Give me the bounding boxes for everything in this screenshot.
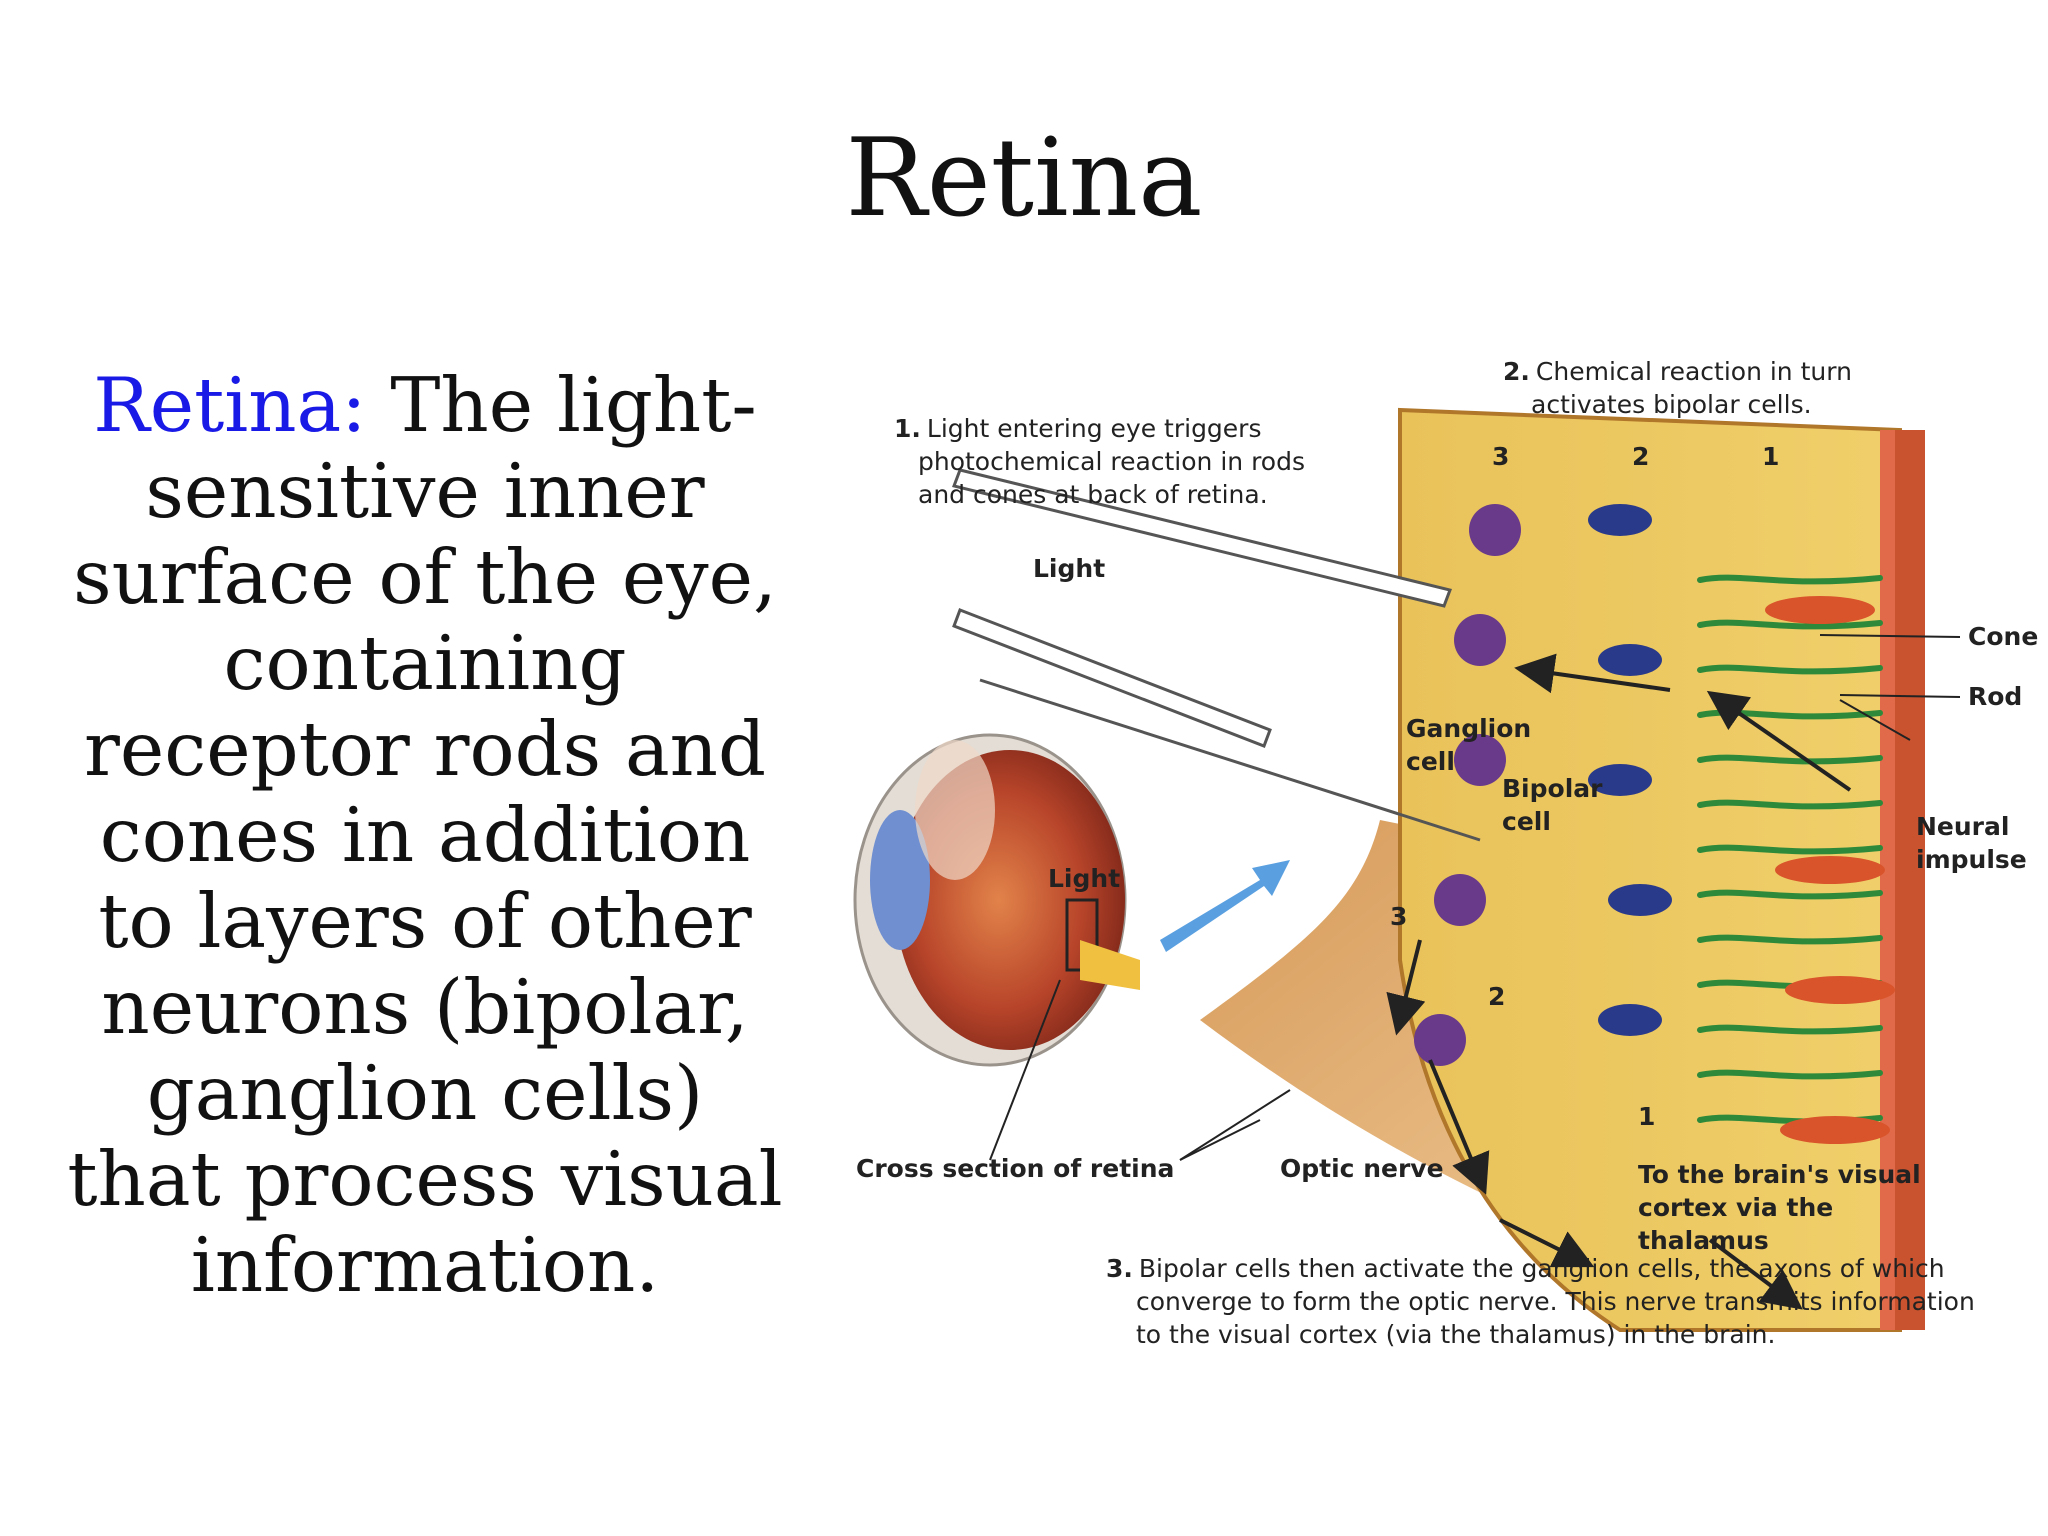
definition-body: The light-sensitive inner surface of the… xyxy=(67,361,782,1309)
caption-3-line-1: Bipolar cells then activate the ganglion… xyxy=(1139,1254,1945,1283)
layer-number-2: 2 xyxy=(1632,440,1649,473)
caption-2-line-2: activates bipolar cells. xyxy=(1503,388,1852,421)
definition-term: Retina: xyxy=(93,361,366,449)
label-cone: Cone xyxy=(1968,620,2038,653)
eyeball-illustration xyxy=(855,735,1140,1065)
caption-2-number: 2. xyxy=(1503,357,1530,386)
inline-number-2: 2 xyxy=(1488,980,1505,1013)
label-to-brain: To the brain's visual cortex via the tha… xyxy=(1638,1158,1958,1257)
retina-diagram: 1.Light entering eye triggers photochemi… xyxy=(840,340,2048,1360)
label-cross-section: Cross section of retina xyxy=(856,1152,1174,1185)
layer-number-1: 1 xyxy=(1762,440,1779,473)
label-light: Light xyxy=(1033,552,1105,585)
caption-1-line-3: and cones at back of retina. xyxy=(894,478,1305,511)
zoom-arrow xyxy=(1160,860,1290,952)
slide-title: Retina xyxy=(0,125,2048,233)
caption-3: 3.Bipolar cells then activate the gangli… xyxy=(1106,1252,1975,1351)
caption-3-line-2: converge to form the optic nerve. This n… xyxy=(1106,1285,1975,1318)
label-ganglion-cell: Ganglion cell xyxy=(1406,712,1526,778)
caption-1-line-1: Light entering eye triggers xyxy=(927,414,1262,443)
caption-1-number: 1. xyxy=(894,414,921,443)
caption-3-number: 3. xyxy=(1106,1254,1133,1283)
caption-2: 2.Chemical reaction in turn activates bi… xyxy=(1503,355,1852,421)
caption-3-line-3: to the visual cortex (via the thalamus) … xyxy=(1106,1318,1975,1351)
caption-2-line-1: Chemical reaction in turn xyxy=(1536,357,1852,386)
label-rod: Rod xyxy=(1968,680,2022,713)
caption-1-line-2: photochemical reaction in rods xyxy=(894,445,1305,478)
label-neural-impulse: Neural impulse xyxy=(1916,810,2026,876)
layer-number-3: 3 xyxy=(1492,440,1509,473)
inline-number-1: 1 xyxy=(1638,1100,1655,1133)
label-light-eye: Light xyxy=(1048,862,1120,895)
inline-number-3: 3 xyxy=(1390,900,1407,933)
label-optic-nerve: Optic nerve xyxy=(1280,1152,1444,1185)
caption-1: 1.Light entering eye triggers photochemi… xyxy=(894,412,1305,511)
definition-text: Retina: The light-sensitive inner surfac… xyxy=(60,362,790,1308)
label-bipolar-cell: Bipolar cell xyxy=(1502,772,1602,838)
